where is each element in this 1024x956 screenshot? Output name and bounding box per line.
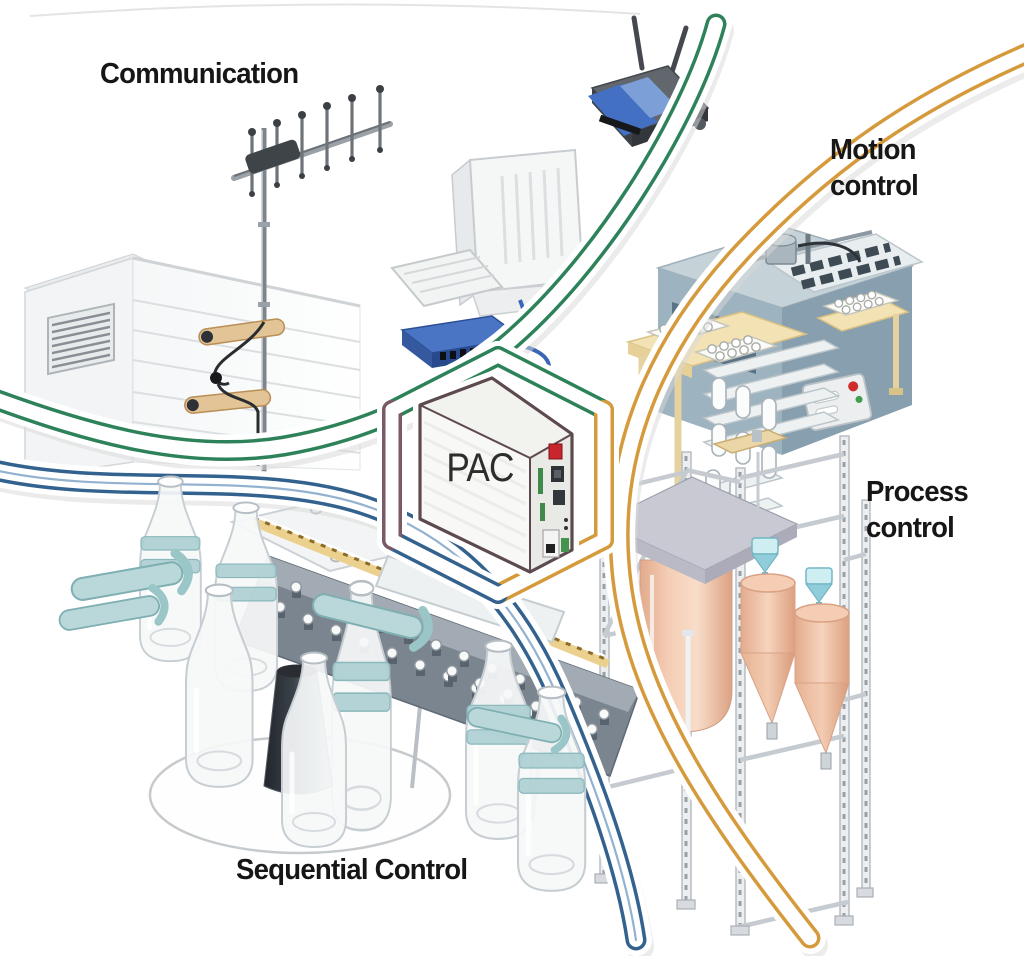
hopper-silo-icon xyxy=(794,603,850,770)
motion-label-line2: control xyxy=(830,170,919,202)
cable-loop-icon xyxy=(210,372,222,384)
pac-side-panel xyxy=(538,443,569,558)
process-label-line1: Process xyxy=(866,476,969,508)
sequential-control-foreground xyxy=(57,476,585,890)
status-led xyxy=(564,518,568,522)
motion-control-label: Motion control xyxy=(830,132,919,204)
yagi-antenna-icon xyxy=(183,85,393,472)
status-led xyxy=(564,526,568,530)
funnel-valve-icon xyxy=(750,537,780,584)
motion-control-cluster xyxy=(625,227,924,557)
top-pipe-icon xyxy=(711,429,789,536)
motion-label-line1: Motion xyxy=(830,134,916,166)
pac-controller-box xyxy=(413,371,579,579)
ethernet-port-icon xyxy=(553,490,565,505)
pac-hub-label: PAC xyxy=(446,446,514,490)
louver-vent-icon xyxy=(47,302,115,376)
power-module-icon xyxy=(548,443,563,460)
hub-ring xyxy=(377,341,619,609)
process-control-label: Process control xyxy=(866,474,969,546)
keyboard-icon xyxy=(390,248,504,308)
terminal-strip-icon xyxy=(538,468,543,494)
communication-label: Communication xyxy=(100,58,299,90)
process-label-line2: control xyxy=(866,512,955,544)
sequential-control-label: Sequential Control xyxy=(236,854,468,886)
hopper-silo-icon xyxy=(740,573,796,740)
background-arc xyxy=(29,3,641,17)
